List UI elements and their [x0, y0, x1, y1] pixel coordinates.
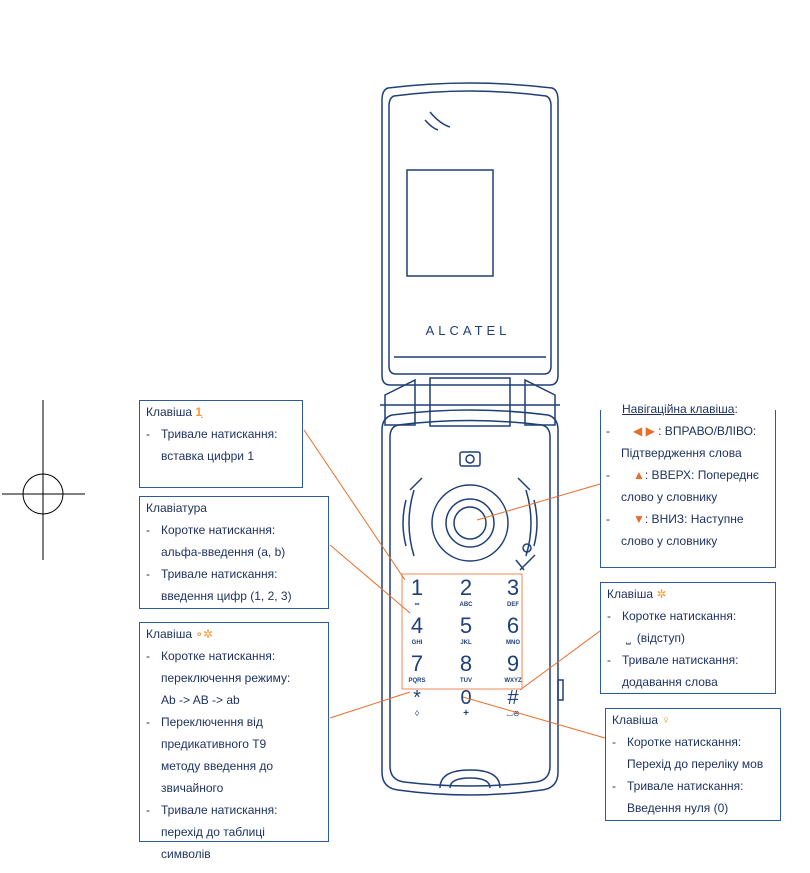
down-arrow-icon: ▼: [633, 512, 645, 526]
up-arrow-icon: ▲: [633, 468, 645, 482]
callout-item: Тривале натискання: додавання слова: [607, 649, 769, 693]
callout-zero: Клавіша ♀ Коротке натискання: Перехід до…: [605, 708, 781, 821]
callout-item: ▲: ВВЕРХ: Попереднє слово у словнику: [606, 464, 770, 508]
callout-key1: Клавіша 1̣ Тривале натискання: вставка ц…: [139, 400, 303, 488]
callout-nav-border: [600, 410, 776, 568]
callout-item: Тривале натискання: Введення нуля (0): [612, 775, 774, 819]
key-9[interactable]: 9 WXYZ: [504, 651, 522, 684]
callout-star: Клавіша ∘✲ Коротке натискання: переключе…: [139, 622, 329, 861]
zero-key-icon: ♀: [661, 713, 671, 727]
callout-keypad: Клавіатура Коротке натискання: альфа-вве…: [139, 496, 329, 609]
callout-item: Коротке натискання: альфа-введення (a, b…: [146, 519, 322, 563]
key-8[interactable]: 8 TUV: [459, 651, 473, 684]
callout-item: ▼: ВНИЗ: Наступне слово у словнику: [606, 508, 770, 552]
left-right-arrows-icon: ◀ ▶: [633, 424, 655, 438]
key-1[interactable]: 1 ∞: [410, 575, 424, 608]
callout-item: Переключення від предикативного T9 метод…: [146, 711, 322, 799]
key-3[interactable]: 3 DEF: [506, 575, 520, 608]
callout-item: Коротке натискання: переключення режиму:…: [146, 645, 322, 711]
callout-item: Коротке натискання: Перехід до переліку …: [612, 731, 774, 775]
star-key-icon: ∘✲: [195, 627, 213, 641]
callout-item: Тривале натискання: перехід до таблиці с…: [146, 799, 322, 865]
key-4[interactable]: 4 GHI: [410, 613, 424, 646]
key-2[interactable]: 2 ABC: [459, 575, 473, 608]
hash-key-icon: ✲: [656, 587, 667, 601]
key1-icon: 1̣: [195, 405, 203, 419]
callout-hash: Клавіша ✲ Коротке натискання: ⎵(відступ)…: [600, 582, 776, 694]
brand-logo: ALCATEL: [425, 323, 511, 338]
key-5[interactable]: 5 JKL: [459, 613, 473, 646]
key-hash[interactable]: # ⌴⊖: [506, 687, 520, 718]
callout-item: Тривале натискання:: [146, 423, 296, 445]
space-icon: ⎵: [626, 631, 631, 645]
callout-nav: Навігаційна клавіша: ◀ ▶ : ВПРАВО/ВЛІВО:…: [600, 398, 776, 568]
phone-illustration: [380, 82, 564, 796]
registration-mark: [2, 400, 85, 560]
callout-item: Коротке натискання: ⎵(відступ): [607, 605, 769, 649]
key-6[interactable]: 6 MNO: [506, 613, 520, 646]
callout-item: ◀ ▶ : ВПРАВО/ВЛІВО: Підтвердження слова: [606, 420, 770, 464]
key-7[interactable]: 7 PQRS: [408, 651, 426, 684]
callout-item: Тривале натискання: введення цифр (1, 2,…: [146, 563, 322, 607]
key-star[interactable]: * ◊: [413, 687, 421, 718]
